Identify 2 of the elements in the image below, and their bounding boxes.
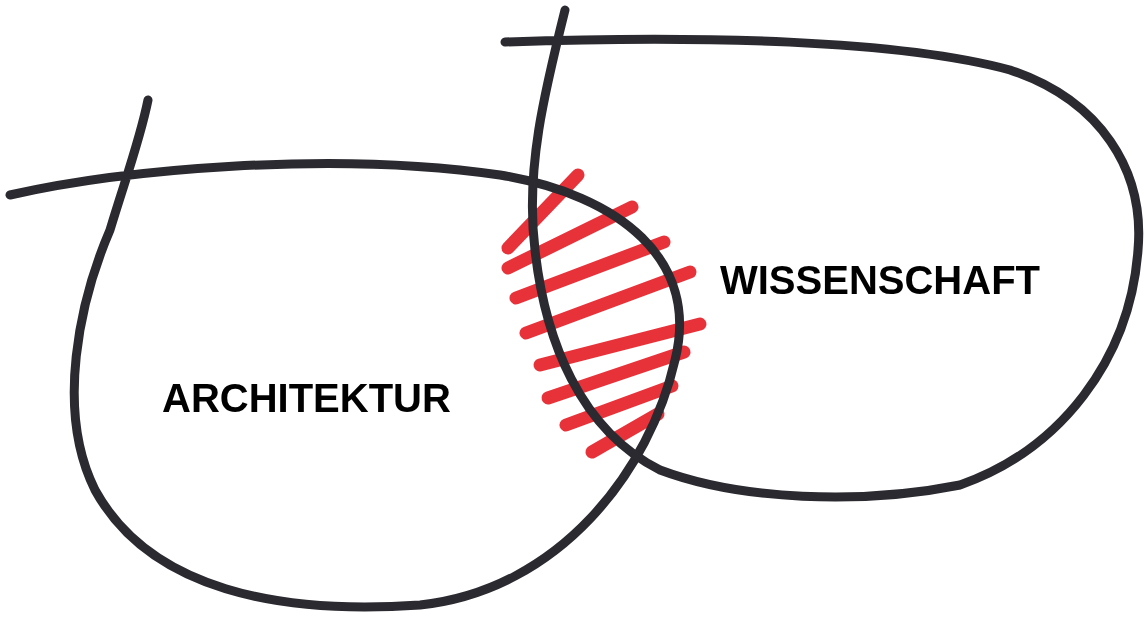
set-label: WISSENSCHAFT (720, 260, 1040, 300)
set-label: ARCHITEKTUR (162, 378, 451, 418)
